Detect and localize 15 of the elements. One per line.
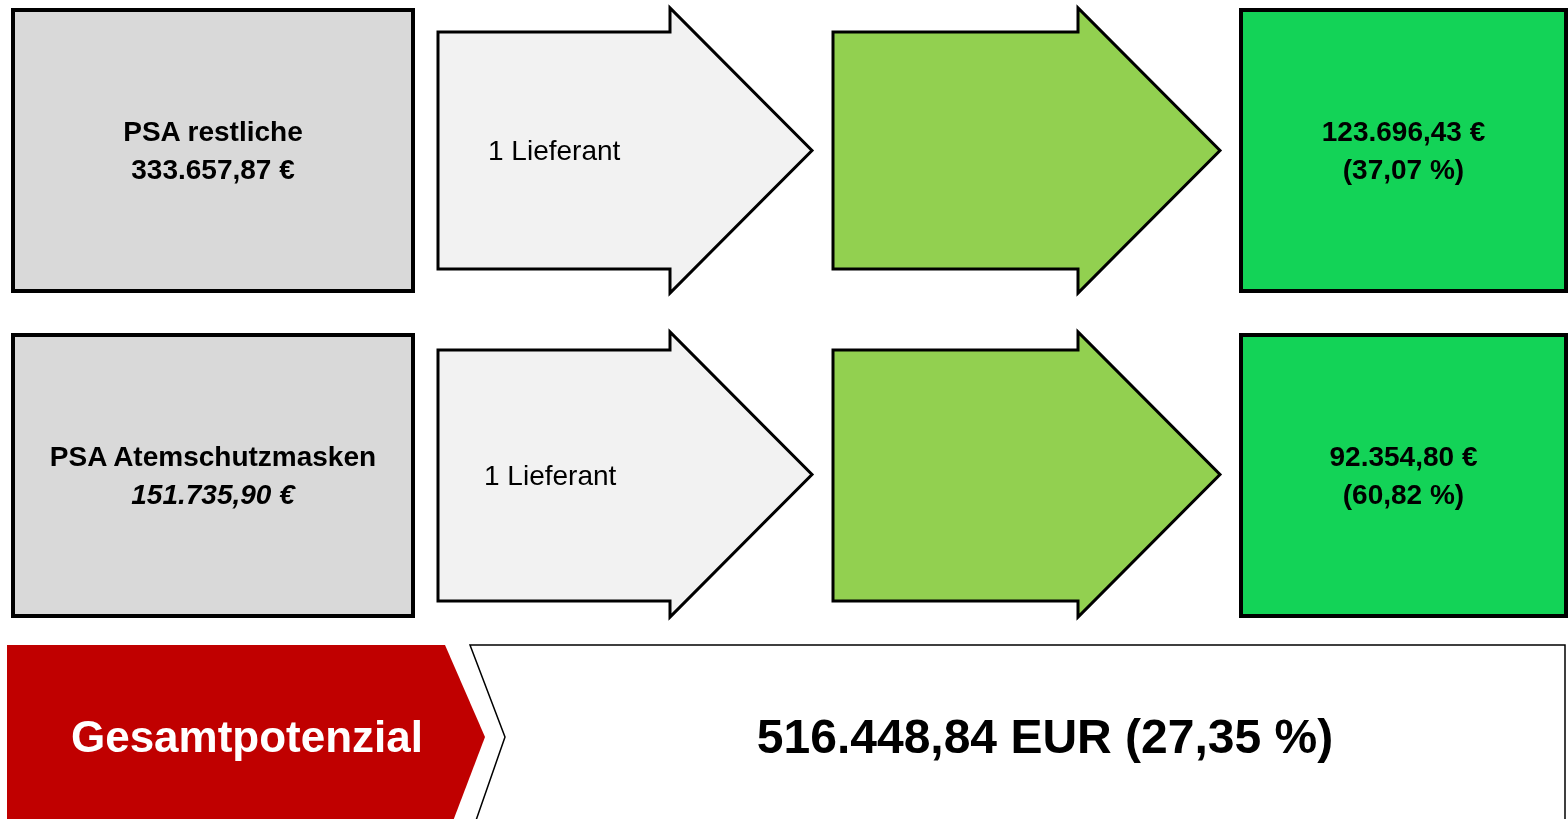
result-box [1241, 10, 1566, 291]
shape-label: 151.735,90 € [131, 477, 295, 512]
chevron-shape [7, 645, 485, 819]
chevron-shape [470, 645, 1565, 819]
shape-label: Gesamtpotenzial [70, 711, 424, 764]
shape-label: 1 Lieferant [488, 133, 621, 168]
category-box [13, 335, 413, 616]
shape-label: PSA restliche 333.657,87 € [122, 114, 304, 187]
shape-label: PSA Atemschutzmasken [49, 439, 377, 474]
result-box [1241, 335, 1566, 616]
shape-label: 516.448,84 EUR (27,35 %) [756, 708, 1334, 765]
shape-label: 92.354,80 € (60,82 %) [1328, 439, 1479, 512]
category-box [13, 10, 413, 291]
shape-label: 123.696,43 € (37,07 %) [1320, 114, 1487, 187]
shape-label: 1 Lieferant [484, 458, 617, 493]
